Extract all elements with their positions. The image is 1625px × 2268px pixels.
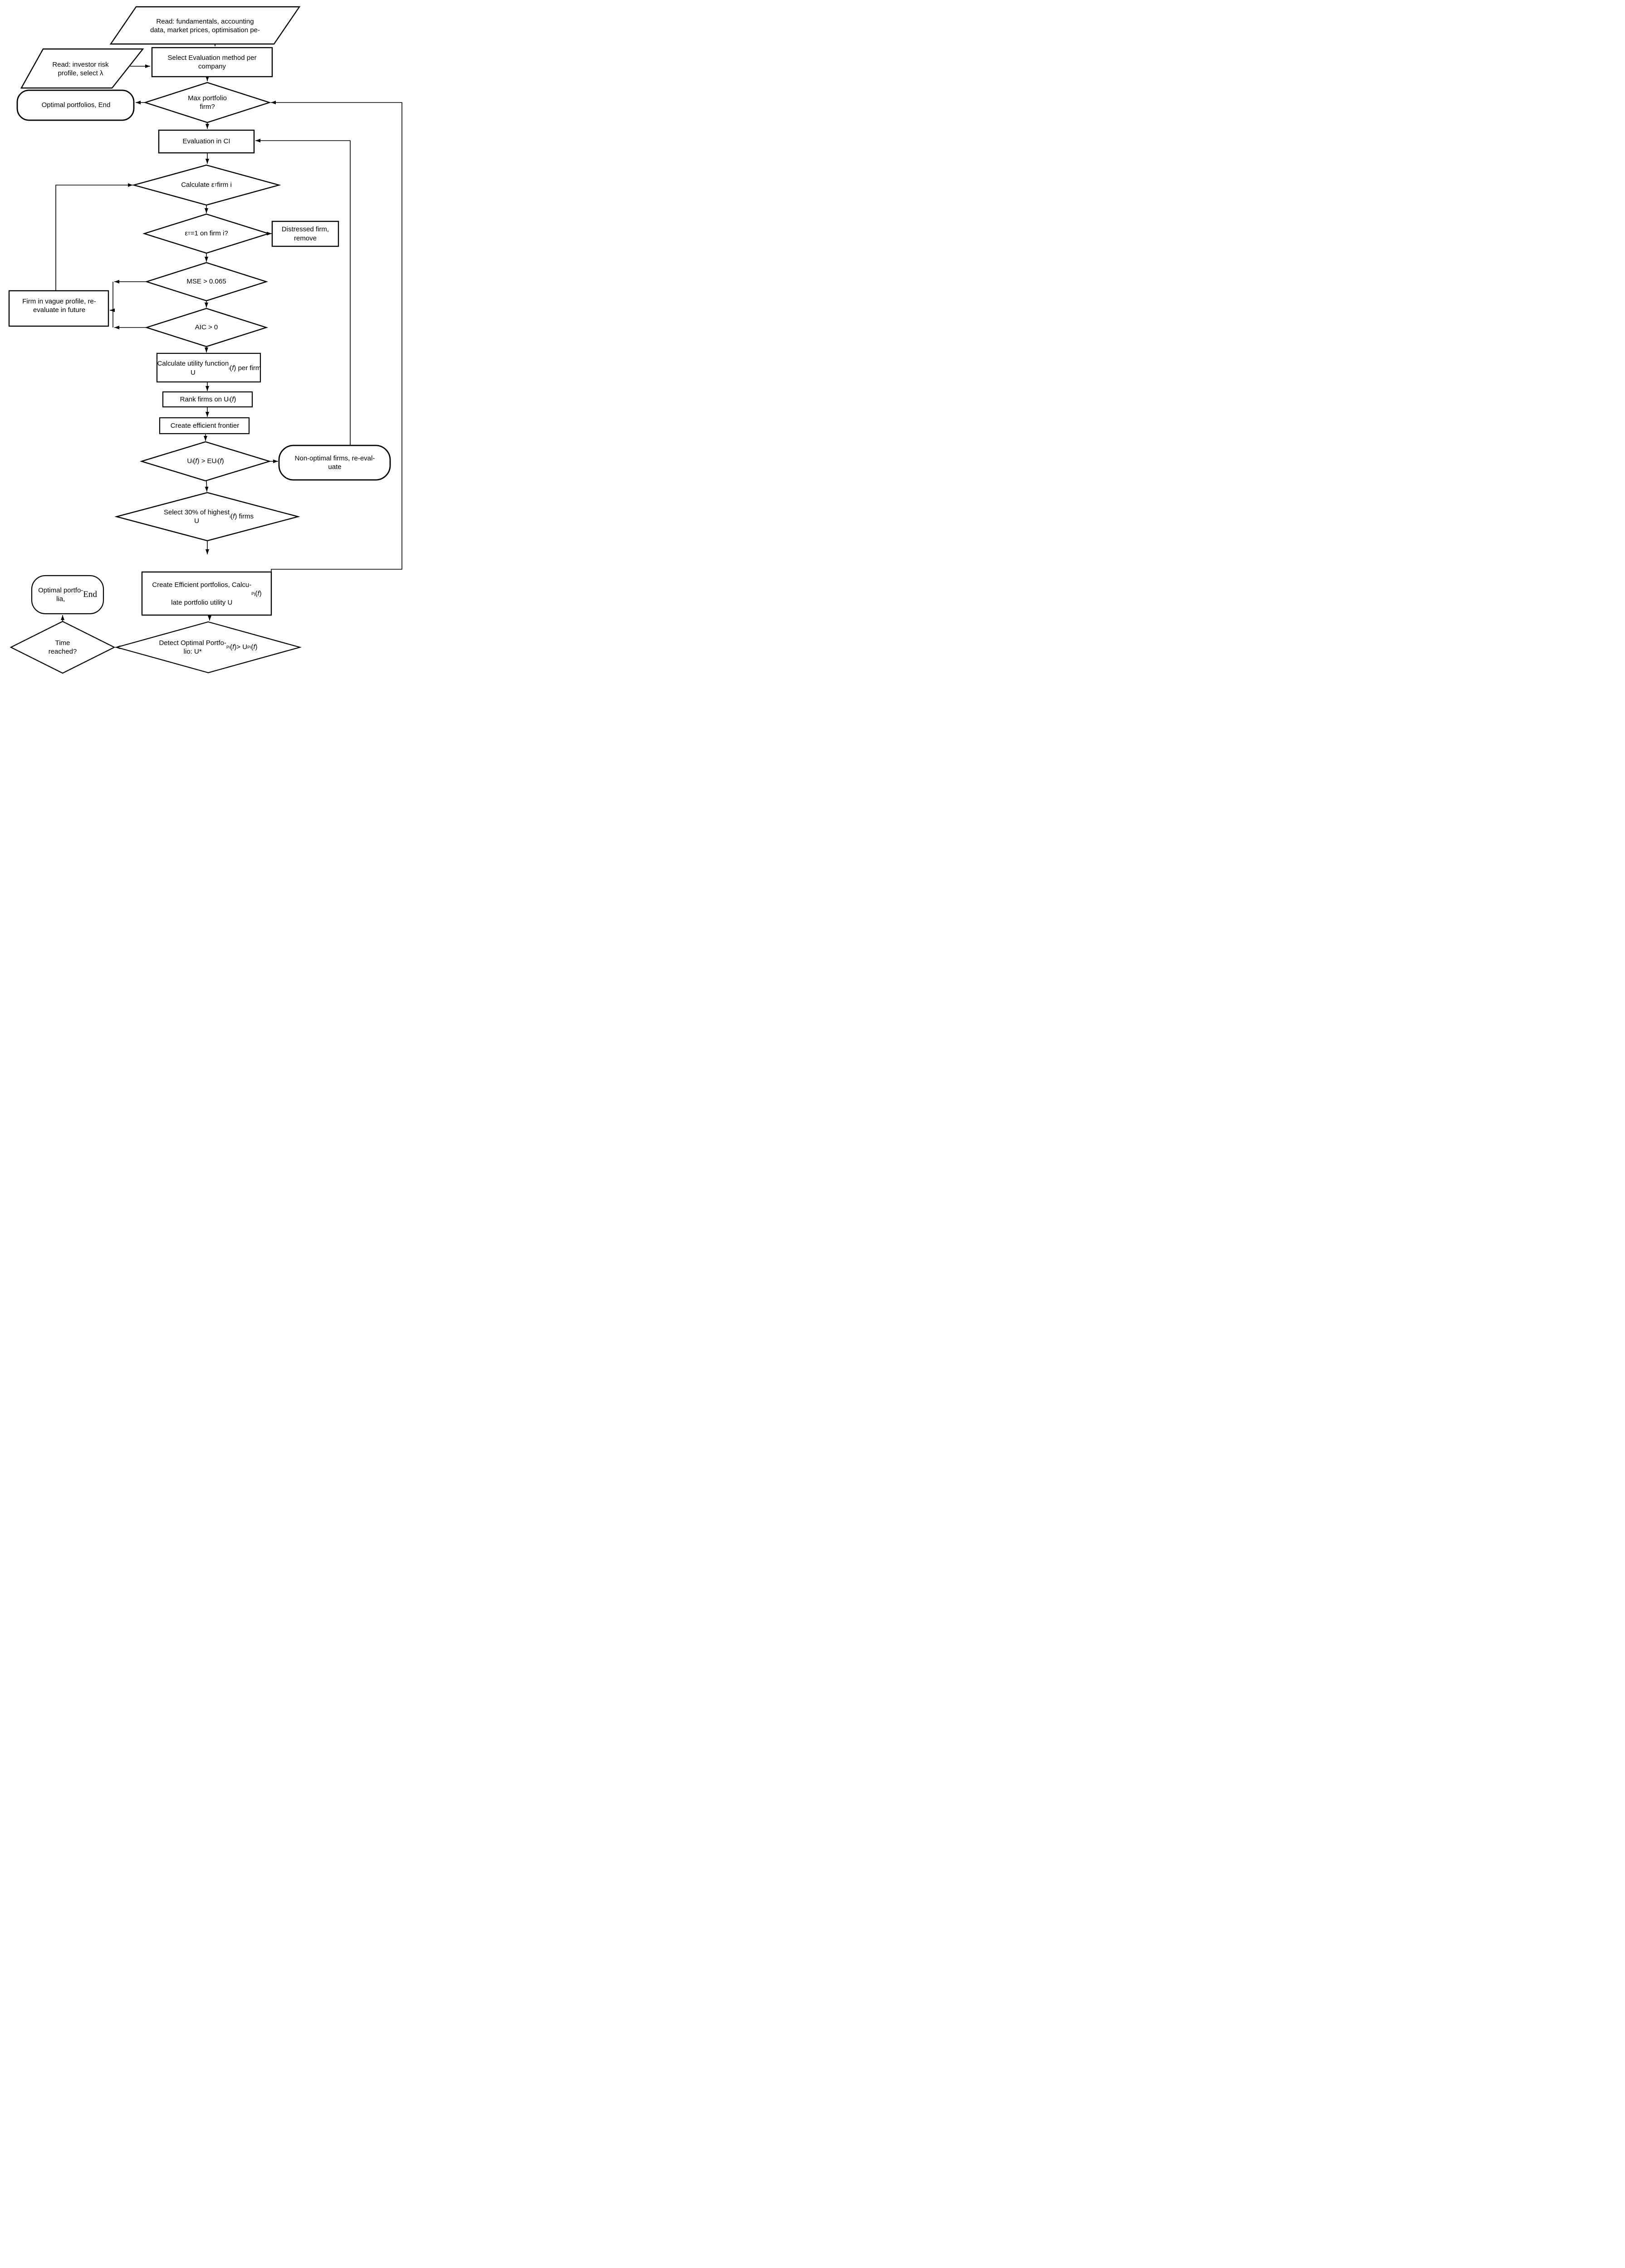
shapes [8, 6, 391, 674]
evaluation-ci-box [158, 129, 255, 154]
read-data-parallelogram [109, 6, 301, 45]
detect-optimal-diamond [114, 621, 302, 674]
flowchart-drawing [8, 6, 402, 674]
edge-createportfolios-loop-to-maxportfolio [271, 101, 402, 572]
mse-diamond [145, 262, 268, 302]
select-evaluation-box [151, 47, 273, 78]
vague-profile-box [8, 290, 109, 327]
rank-firms-box [162, 391, 253, 408]
time-reached-diamond [10, 621, 116, 674]
optimal-portfolios-end-terminator [16, 89, 135, 121]
epsilon-equals-one-diamond [142, 213, 271, 254]
non-optimal-terminator [278, 445, 391, 481]
connectors [55, 41, 402, 649]
edge-nonoptimal-loop-to-evaluationci [255, 139, 351, 445]
create-portfolios-box [141, 571, 272, 616]
ui-gt-eui-diamond [139, 441, 272, 482]
edge-uieui-to-select30 [205, 480, 209, 492]
efficient-frontier-box [159, 417, 250, 435]
calculate-epsilon-diamond [132, 164, 281, 206]
select-30-diamond [114, 492, 300, 542]
read-investor-parallelogram [20, 48, 144, 89]
aic-diamond [145, 308, 268, 347]
max-portfolio-diamond [143, 82, 271, 123]
distressed-firm-box [271, 220, 339, 247]
calc-utility-box [156, 352, 261, 383]
edge-vague-loop-to-calcepsilon [55, 183, 133, 291]
optimal-portfolia-terminator [31, 575, 104, 615]
